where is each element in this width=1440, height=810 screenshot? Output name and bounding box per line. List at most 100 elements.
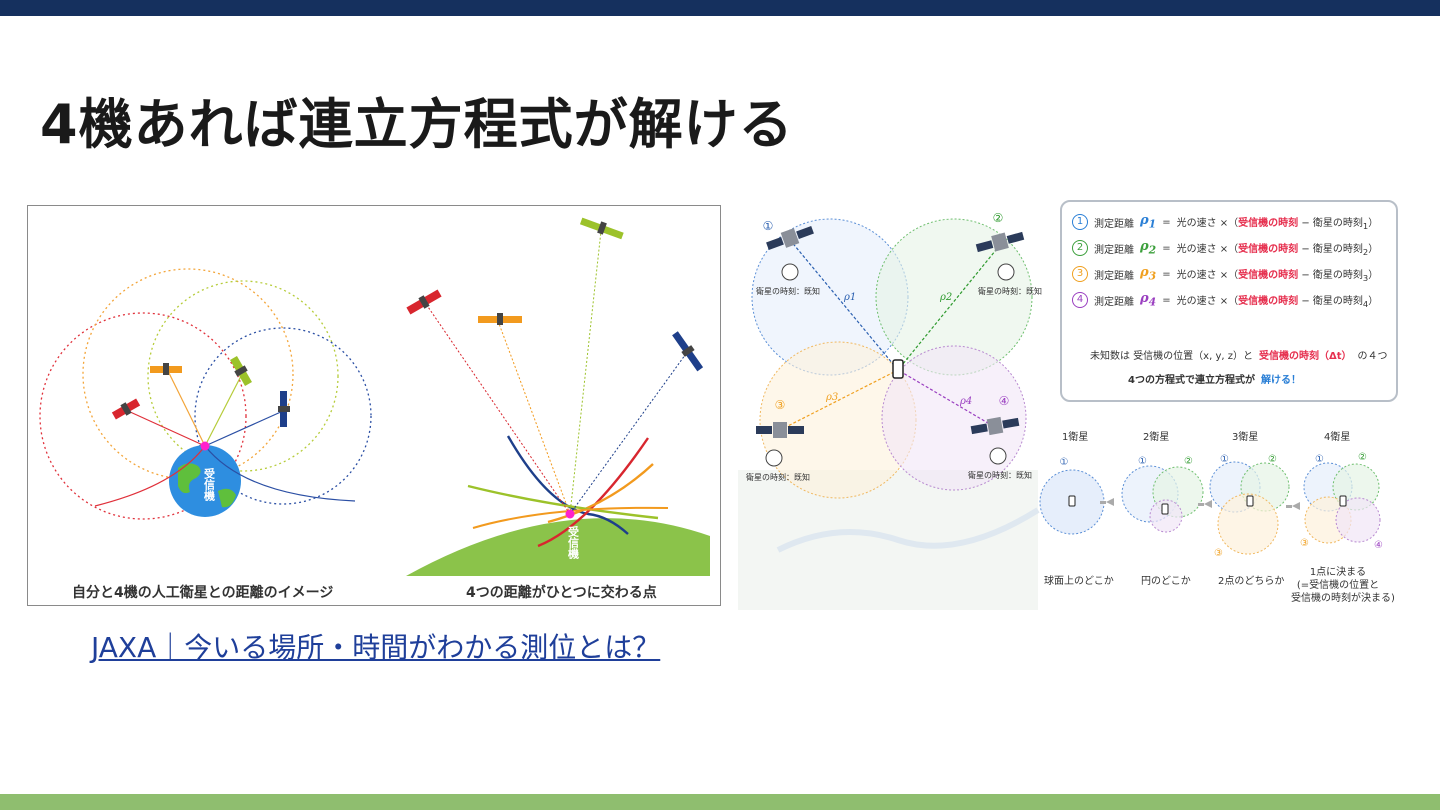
- range-arc-green: [467, 484, 659, 520]
- receiver-phone-icon: [892, 359, 904, 379]
- satellite-orange-icon-2: [478, 313, 522, 325]
- step-4-label: 4衛星: [1324, 432, 1351, 443]
- equation-num-4: 4: [1072, 292, 1088, 308]
- right-figure-gnss: ① ② ③ ④ 衛星の時刻：既知 衛星の時刻：既知 衛星の時刻：既知 衛星の時刻…: [738, 190, 1418, 620]
- top-accent-bar: [0, 0, 1440, 16]
- satellite-blue-icon: [278, 391, 290, 427]
- step-4-diagram: ① ② ③ ④: [1300, 452, 1383, 551]
- left-figure-jaxa: 受信機 受信機 自分と4機の人工衛星との距離のイメージ 4つの距離がひとつに交わ…: [27, 205, 721, 606]
- equation-row-1: 1 測定距離 ρ1 = 光の速さ ×（受信機の時刻 − 衛星の時刻1）: [1072, 212, 1378, 232]
- satellite-blue-icon-2: [672, 331, 704, 372]
- equation-row-4: 4 測定距離 ρ4 = 光の速さ ×（受信機の時刻 − 衛星の時刻4）: [1072, 290, 1378, 310]
- equation-rho-4: ρ4: [1140, 291, 1157, 309]
- sat-number-3: ③: [775, 398, 786, 412]
- step-3-desc: 2点のどちらか: [1218, 576, 1285, 587]
- unknowns-line: 未知数は 受信機の位置（x, y, z）と 受信機の時刻（Δt）の４つ: [1090, 350, 1388, 362]
- receiver-label-right: 受信機: [567, 525, 580, 560]
- equation-num-3: 3: [1072, 266, 1088, 282]
- equation-box: 1 測定距離 ρ1 = 光の速さ ×（受信機の時刻 − 衛星の時刻1） 2 測定…: [1060, 200, 1398, 402]
- step-2-desc: 円のどこか: [1141, 576, 1191, 587]
- receiver-point-right: [565, 509, 575, 519]
- step-4-desc: 1点に決まる (=受信機の位置と 受信機の時刻が決まる): [1291, 567, 1395, 604]
- step-3-diagram: ① ② ③: [1209, 454, 1290, 559]
- svg-text:②: ②: [1184, 456, 1193, 467]
- clock-label-3: 衛星の時刻：既知: [746, 472, 810, 482]
- clock-1-icon: [781, 263, 799, 281]
- equation-label-2: 測定距離: [1094, 244, 1134, 256]
- svg-text:④: ④: [1374, 540, 1383, 551]
- svg-text:①: ①: [1138, 456, 1147, 467]
- equation-speed-2: 光の速さ ×（受信機の時刻 − 衛星の時刻2）: [1176, 243, 1379, 257]
- equation-eq-1: =: [1162, 216, 1171, 228]
- step-2-label: 2衛星: [1143, 432, 1170, 443]
- receiver-point-left: [200, 441, 210, 451]
- equation-row-3: 3 測定距離 ρ3 = 光の速さ ×（受信機の時刻 − 衛星の時刻3）: [1072, 264, 1378, 284]
- satellite-green-icon-2: [579, 217, 624, 240]
- rho-label-4: ρ4: [959, 396, 972, 407]
- rho-label-3: ρ3: [825, 392, 838, 403]
- equation-speed-3: 光の速さ ×（受信機の時刻 − 衛星の時刻3）: [1176, 269, 1379, 283]
- solvable-line: 4つの方程式で連立方程式が解ける！: [1128, 374, 1301, 386]
- equation-label-4: 測定距離: [1094, 296, 1134, 308]
- rho-label-1: ρ1: [843, 292, 856, 303]
- equation-speed-4: 光の速さ ×（受信機の時刻 − 衛星の時刻4）: [1176, 295, 1379, 309]
- svg-text:①: ①: [1315, 454, 1324, 465]
- equation-eq-2: =: [1162, 242, 1171, 254]
- range-sphere-blue: [194, 327, 372, 505]
- clock-2-icon: [997, 263, 1015, 281]
- range-arc-blue: [506, 435, 629, 535]
- svg-text:③: ③: [1300, 538, 1309, 549]
- receiver-label-left: 受信機: [203, 467, 216, 502]
- equation-num-2: 2: [1072, 240, 1088, 256]
- svg-text:②: ②: [1268, 454, 1277, 465]
- range-sphere-green: [147, 280, 339, 472]
- equation-rho-3: ρ3: [1140, 265, 1157, 283]
- equation-rho-2: ρ2: [1140, 239, 1157, 257]
- caption-distance-image: 自分と4機の人工衛星との距離のイメージ: [72, 585, 334, 601]
- equation-num-1: 1: [1072, 214, 1088, 230]
- caption-intersection-point: 4つの距離がひとつに交わる点: [466, 585, 657, 601]
- satellite-4-icon: [970, 416, 1020, 436]
- sat-number-2: ②: [993, 211, 1004, 225]
- svg-text:①: ①: [1060, 457, 1069, 468]
- equation-row-2: 2 測定距離 ρ2 = 光の速さ ×（受信機の時刻 − 衛星の時刻2）: [1072, 238, 1378, 258]
- step-1-desc: 球面上のどこか: [1044, 576, 1114, 587]
- satellite-3-icon: [756, 422, 804, 438]
- jaxa-source-link[interactable]: JAXA｜今いる場所・時間がわかる測位とは？: [91, 631, 661, 664]
- clock-label-1: 衛星の時刻：既知: [756, 286, 820, 296]
- step-2-diagram: ① ②: [1121, 456, 1204, 533]
- right-figure-drawing: ① ② ③ ④ 衛星の時刻：既知 衛星の時刻：既知 衛星の時刻：既知 衛星の時刻…: [738, 211, 1383, 610]
- clock-label-4: 衛星の時刻：既知: [968, 470, 1032, 480]
- step-3-label: 3衛星: [1232, 432, 1259, 443]
- sat-number-1: ①: [763, 219, 774, 233]
- ground-surface: [406, 518, 710, 576]
- equation-rho-1: ρ1: [1140, 213, 1157, 231]
- range-sphere-red: [39, 312, 247, 520]
- equation-label-1: 測定距離: [1094, 218, 1134, 230]
- bottom-accent-bar: [0, 794, 1440, 810]
- sat-number-4: ④: [999, 394, 1010, 408]
- equation-eq-3: =: [1162, 268, 1171, 280]
- range-sphere-orange: [82, 268, 294, 480]
- svg-text:②: ②: [1358, 452, 1367, 463]
- svg-text:①: ①: [1220, 454, 1229, 465]
- clock-3-icon: [765, 449, 783, 467]
- satellite-1-icon: [766, 226, 814, 250]
- satellite-red-icon: [111, 398, 141, 420]
- step-1-diagram: ①: [1039, 457, 1105, 535]
- svg-text:③: ③: [1214, 548, 1223, 559]
- equation-speed-1: 光の速さ ×（受信機の時刻 − 衛星の時刻1）: [1176, 217, 1379, 231]
- left-figure-drawing: 受信機 受信機: [39, 217, 710, 576]
- equation-eq-4: =: [1162, 294, 1171, 306]
- satellite-green-icon: [230, 356, 252, 386]
- equation-label-3: 測定距離: [1094, 270, 1134, 282]
- clock-label-2: 衛星の時刻：既知: [978, 286, 1042, 296]
- rho-label-2: ρ2: [939, 292, 952, 303]
- coverage-circle-2: [875, 218, 1033, 376]
- slide-title: 4機あれば連立方程式が解ける: [40, 93, 794, 156]
- range-arc-orange: [547, 463, 654, 524]
- step-1-label: 1衛星: [1062, 432, 1089, 443]
- satellite-orange-icon: [150, 363, 182, 375]
- clock-4-icon: [989, 447, 1007, 465]
- satellite-red-icon-2: [406, 289, 442, 315]
